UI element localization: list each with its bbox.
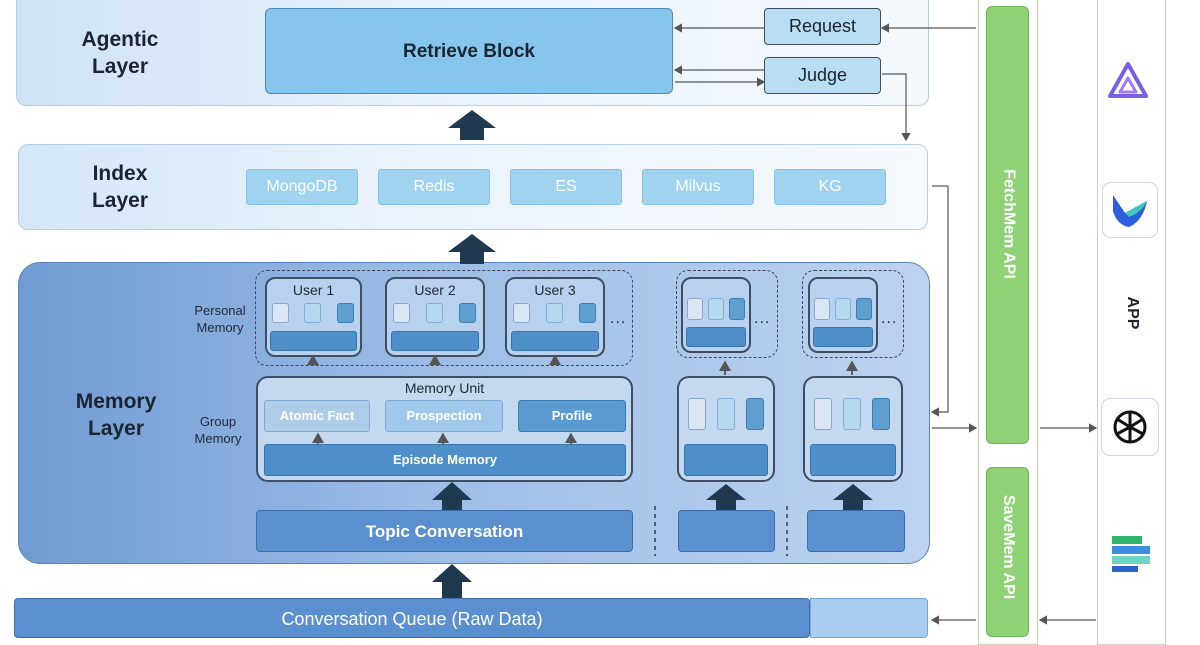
memory-slot	[393, 303, 410, 323]
judge-box: Judge	[764, 57, 881, 94]
memory-bar	[391, 331, 479, 351]
topic-box-3	[807, 510, 905, 552]
ellipsis: ...	[754, 310, 771, 327]
memory-unit-label: Memory Unit	[404, 380, 485, 396]
memory-slot	[579, 303, 596, 323]
triangle-logo-icon	[1102, 56, 1154, 108]
retrieve-block: Retrieve Block	[265, 8, 673, 94]
memory-slot	[513, 303, 530, 323]
memory-bar	[684, 444, 768, 476]
prospection-box: Prospection	[385, 400, 503, 432]
memory-slot	[272, 303, 289, 323]
up-arrow	[448, 234, 496, 264]
memory-slot	[729, 298, 745, 320]
store-es: ES	[510, 169, 622, 205]
conversation-queue: Conversation Queue (Raw Data)	[14, 598, 810, 638]
memory-slot	[872, 398, 890, 430]
memory-bar	[813, 327, 873, 347]
memory-slot	[688, 398, 706, 430]
openai-logo-icon	[1101, 398, 1159, 456]
memory-slot	[304, 303, 321, 323]
up-arrow	[432, 564, 472, 598]
user-3-label: User 3	[534, 282, 576, 298]
fetchmem-api	[986, 6, 1029, 444]
ellipsis: ...	[610, 310, 627, 327]
personal-memory-group-3	[802, 270, 904, 358]
profile-box: Profile	[518, 400, 626, 432]
episode-memory-box: Episode Memory	[264, 444, 626, 476]
request-box: Request	[764, 8, 881, 45]
conversation-queue-tail	[810, 598, 928, 638]
memory-slot	[337, 303, 354, 323]
personal-memory-group-2	[676, 270, 778, 358]
memory-slot	[687, 298, 703, 320]
memory-bar	[686, 327, 746, 347]
topic-box-2	[678, 510, 775, 552]
store-kg: KG	[774, 169, 886, 205]
savemem-api-label: SaveMem API	[1000, 494, 1017, 600]
memory-bar	[810, 444, 896, 476]
store-redis: Redis	[378, 169, 490, 205]
memory-slot	[814, 398, 832, 430]
memory-slot	[856, 298, 872, 320]
memory-bar	[270, 331, 357, 351]
personal-memory-group	[255, 270, 633, 366]
memory-slot	[459, 303, 476, 323]
memory-slot	[426, 303, 443, 323]
app-label: APP	[1124, 296, 1141, 330]
memory-bar	[511, 331, 599, 351]
memory-slot	[814, 298, 830, 320]
up-arrow	[448, 110, 496, 140]
user-1-label: User 1	[292, 282, 335, 298]
fetchmem-api-label: FetchMem API	[1000, 169, 1018, 279]
ellipsis: ...	[881, 310, 898, 327]
memory-slot	[746, 398, 764, 430]
user-2-label: User 2	[414, 282, 456, 298]
stacked-bars-logo-icon	[1104, 526, 1156, 578]
memory-slot	[708, 298, 724, 320]
topic-conversation-box: Topic Conversation	[256, 510, 633, 552]
memory-slot	[835, 298, 851, 320]
memory-slot	[546, 303, 563, 323]
memory-slot	[843, 398, 861, 430]
savemem-api	[986, 467, 1029, 637]
wing-logo-icon	[1102, 182, 1158, 238]
memory-slot	[717, 398, 735, 430]
store-milvus: Milvus	[642, 169, 754, 205]
store-mongodb: MongoDB	[246, 169, 358, 205]
atomic-fact-box: Atomic Fact	[264, 400, 370, 432]
